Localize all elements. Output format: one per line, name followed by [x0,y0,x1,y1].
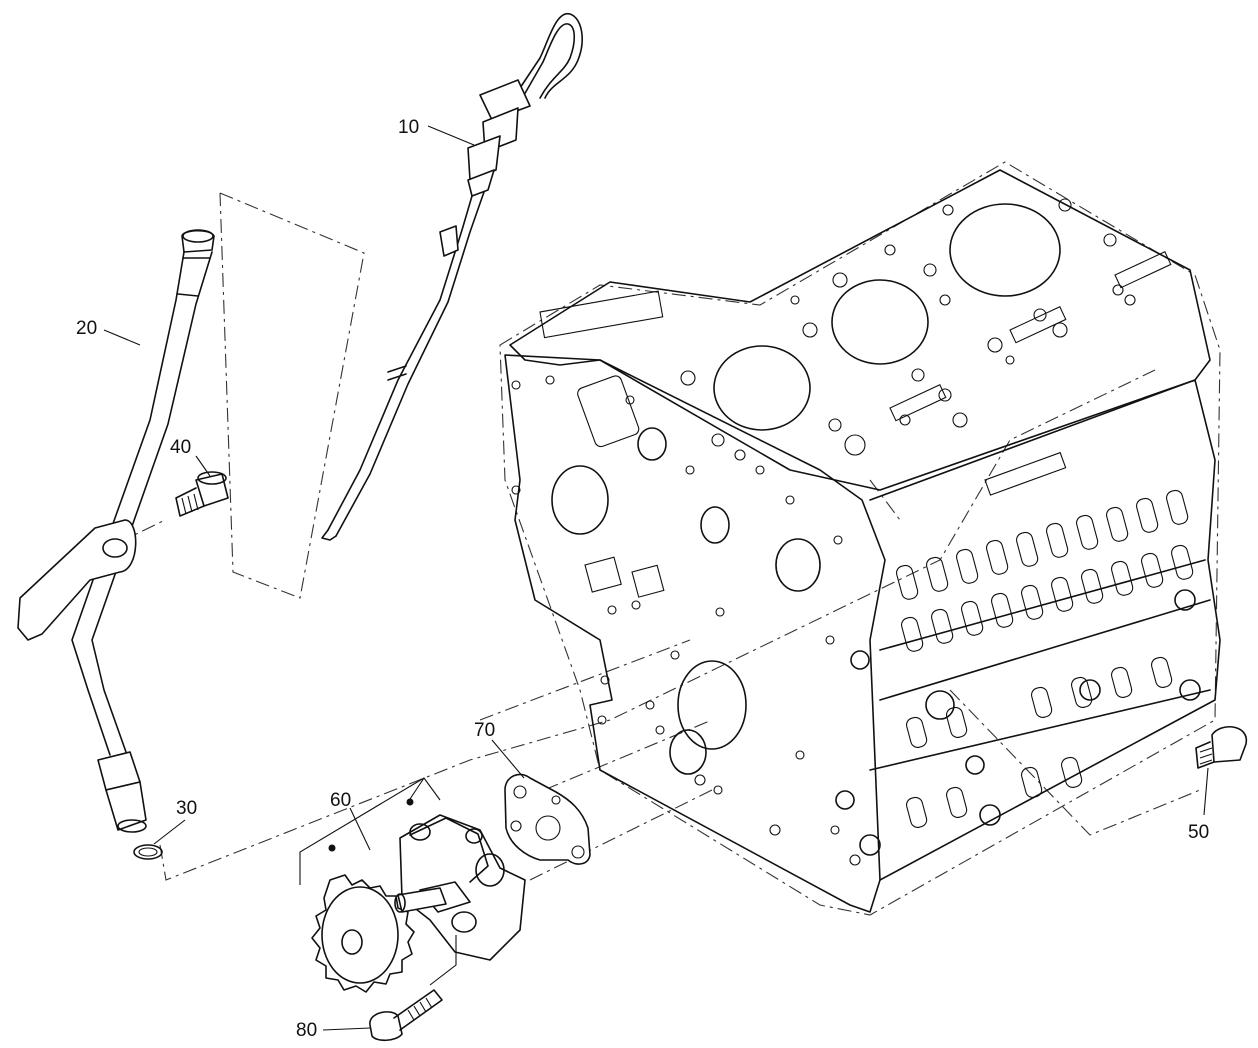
front-face-holes [511,375,861,866]
assembly-lines [117,192,1201,881]
bracket-bolt [175,471,229,517]
callout-10: 10 [398,117,419,138]
callout-leaders [103,125,1209,1031]
oil-plug [1195,726,1247,769]
side-ribs [896,489,1194,828]
callout-labels: 10 20 30 40 50 60 70 80 [76,117,1209,1041]
callout-50: 50 [1188,822,1209,843]
dipstick [321,13,583,541]
gasket-holes [680,198,1136,461]
cylinder-block [499,161,1221,916]
callout-20: 20 [76,318,97,339]
pump-gasket [504,773,591,865]
o-ring [133,844,163,860]
callout-70: 70 [474,720,495,741]
oil-pump-assembly [299,777,526,993]
callout-40: 40 [170,437,191,458]
callout-30: 30 [176,798,197,819]
callout-80: 80 [296,1020,317,1041]
pump-bolt [369,935,457,1042]
dipstick-guide-tube [17,229,215,833]
callout-60: 60 [330,790,351,811]
